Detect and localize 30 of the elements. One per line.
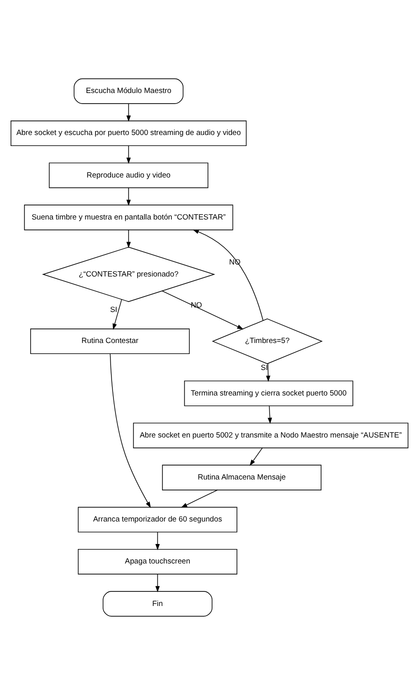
arrow (126, 144, 131, 164)
arrow (250, 447, 263, 466)
node-box: Termina streaming y cierra socket puerto 5000 (184, 380, 354, 406)
arrow (155, 573, 160, 592)
node-diamond: ¿Timbres=5? (212, 318, 323, 364)
arrow (268, 405, 272, 424)
node-diamond: ¿“CONTESTAR” presionado? (42, 246, 216, 302)
arrow (126, 102, 131, 122)
arrow (112, 298, 122, 330)
arrow (126, 186, 131, 206)
arrow (110, 353, 151, 508)
arrow (155, 531, 160, 550)
node-box: Fin (102, 590, 212, 616)
node-box: Abre socket y escucha por puerto 5000 streaming de audio y video (10, 120, 247, 146)
arrow (126, 229, 131, 248)
edge-label: SI (260, 362, 268, 372)
node-box: Abre socket en puerto 5002 y transmite a Nodo Maestro mensaje “AUSENTE” (133, 422, 408, 448)
node-box: Suena timbre y muestra en pantalla botón “CONTESTAR” (24, 204, 234, 230)
edge-label: SI (110, 304, 118, 314)
arrow (162, 290, 244, 329)
node-box: Rutina Almacena Mensaje (162, 464, 322, 490)
arrow (266, 362, 270, 382)
node-box: Apaga touchscreen (78, 548, 238, 574)
node-box: Escucha Módulo Maestro (74, 78, 184, 104)
arrow (180, 489, 218, 508)
node-box: Rutina Contestar (30, 328, 190, 354)
node-box: Reproduce audio y video (48, 162, 208, 188)
arrow (192, 228, 264, 320)
node-box: Arranca temporizador de 60 segundos (78, 506, 238, 532)
edge-label: NO (190, 300, 202, 310)
